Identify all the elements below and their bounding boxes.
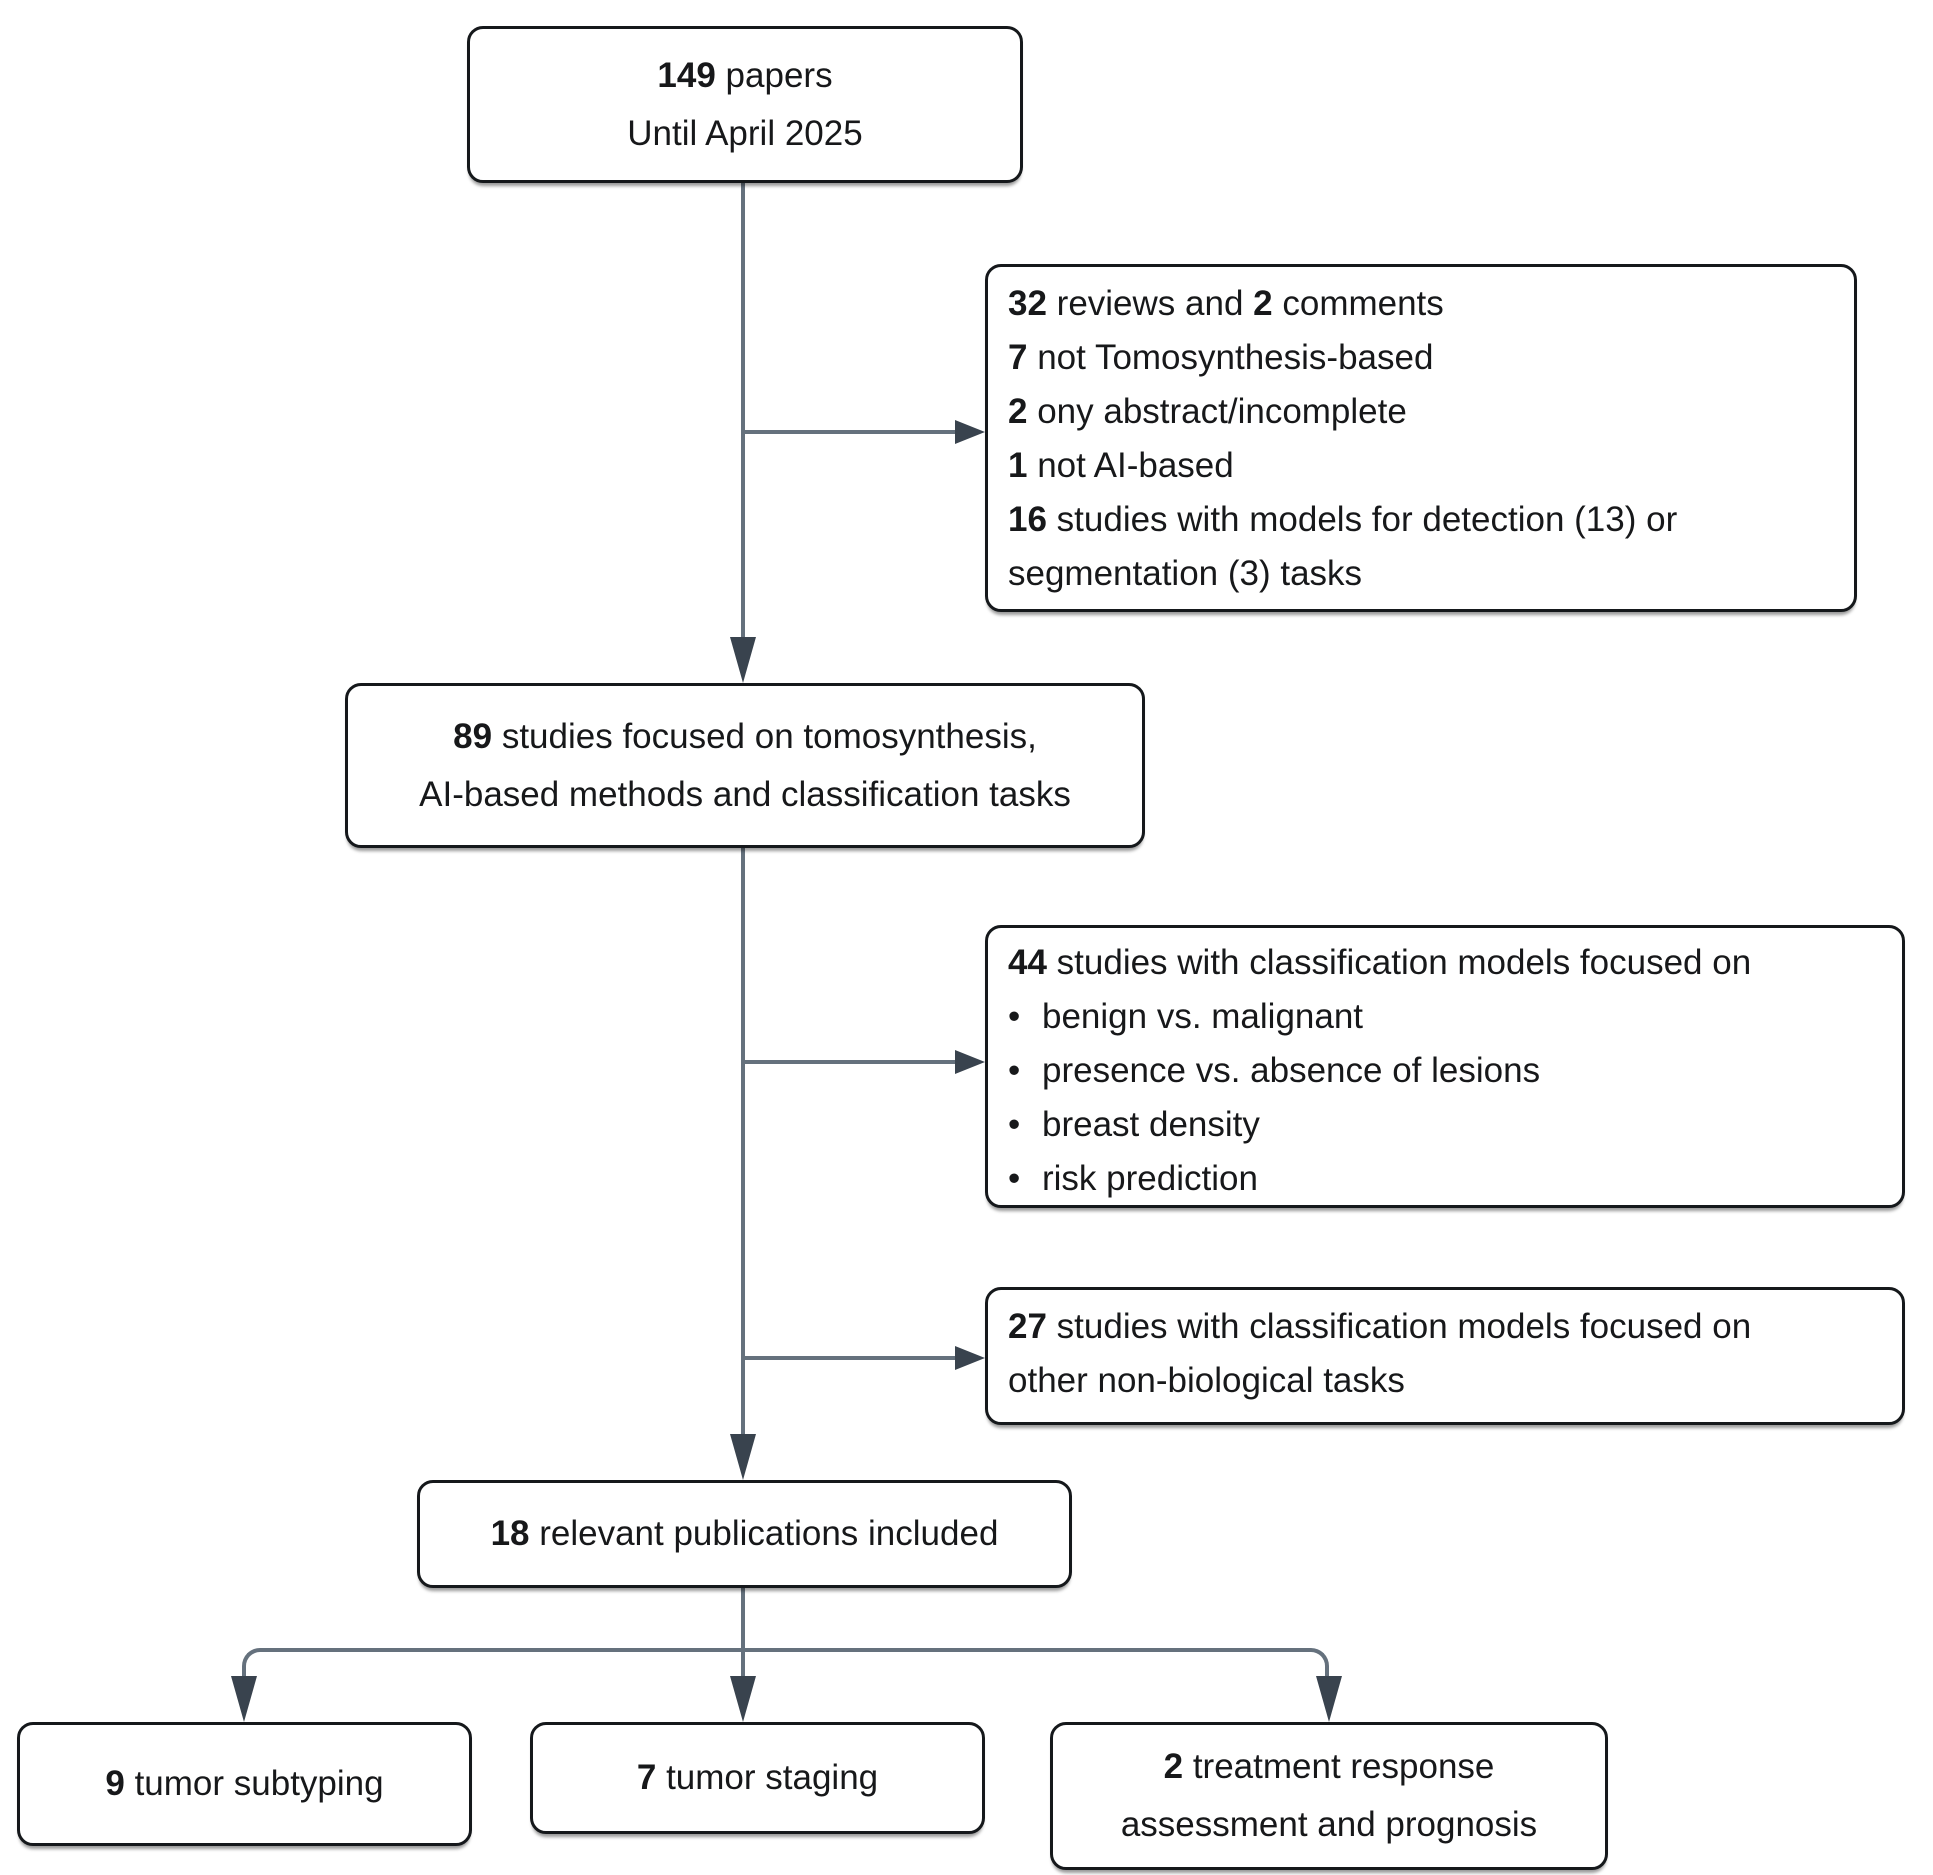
treatment-line2: assessment and prognosis [1120,1805,1538,1844]
staging-line: 7 tumor staging [636,1758,879,1797]
connector-drop-center [741,1650,745,1686]
connector-spine-top [741,183,745,645]
subtyping-line: 9 tumor subtyping [105,1764,384,1803]
connector-split-right [743,1648,1329,1700]
included-line: 18 relevant publications included [490,1514,999,1553]
flow-box-excluded-initial: 32 reviews and 2 comments 7 not Tomosynt… [985,264,1857,612]
flow-box-tomosynthesis-studies: 89 studies focused on tomosynthesis, AI-… [345,683,1145,848]
connector-stub-included [741,1588,745,1652]
exclusion-line: segmentation (3) tasks [1008,554,1363,593]
bullet-item: •breast density [1008,1098,1882,1152]
treatment-line1: 2 treatment response [1163,1747,1495,1786]
connector-branch-excluded1 [743,430,957,434]
tomo-line2: AI-based methods and classification task… [419,774,1071,814]
arrow-down-icon [231,1676,257,1722]
connector-split-left [242,1648,745,1700]
flow-box-papers-total: 149 papers Until April 2025 [467,26,1023,183]
bullet-item: •benign vs. malignant [1008,990,1882,1044]
exclusion-line: 32 reviews and 2 comments [1008,284,1444,323]
bullet-icon: • [1008,1051,1021,1090]
arrow-right-icon [955,1346,985,1370]
bullet-item: •risk prediction [1008,1152,1882,1206]
arrow-down-icon [1316,1676,1342,1722]
connector-branch-nonbiological [743,1356,957,1360]
arrow-down-icon [730,1434,756,1480]
flow-box-treatment-response: 2 treatment response assessment and prog… [1050,1722,1608,1870]
exclusion-line: 16 studies with models for detection (13… [1008,500,1678,539]
flow-box-tumor-staging: 7 tumor staging [530,1722,985,1834]
nonbio-line2: other non-biological tasks [1008,1361,1405,1400]
flow-box-tumor-subtyping: 9 tumor subtyping [17,1722,472,1846]
connector-spine-middle [741,848,745,1442]
flow-box-classification-focus: 44 studies with classification models fo… [985,925,1905,1208]
bullet-item: •presence vs. absence of lesions [1008,1044,1882,1098]
papers-count-line: 149 papers [657,55,833,95]
tomo-line1: 89 studies focused on tomosynthesis, [453,716,1037,756]
arrow-right-icon [955,420,985,444]
exclusion-line: 1 not AI-based [1008,446,1234,485]
papers-date-line: Until April 2025 [627,113,863,153]
arrow-right-icon [955,1050,985,1074]
exclusion-line: 2 ony abstract/incomplete [1008,392,1407,431]
flow-box-non-biological: 27 studies with classification models fo… [985,1287,1905,1425]
flow-box-included-publications: 18 relevant publications included [417,1480,1072,1588]
arrow-down-icon [730,1676,756,1722]
exclusion-line: 7 not Tomosynthesis-based [1008,338,1434,377]
nonbio-line1: 27 studies with classification models fo… [1008,1307,1752,1346]
classification-header: 44 studies with classification models fo… [1008,943,1752,982]
arrow-down-icon [730,637,756,683]
bullet-icon: • [1008,1159,1021,1198]
bullet-icon: • [1008,997,1021,1036]
connector-branch-classification [743,1060,957,1064]
bullet-icon: • [1008,1105,1021,1144]
